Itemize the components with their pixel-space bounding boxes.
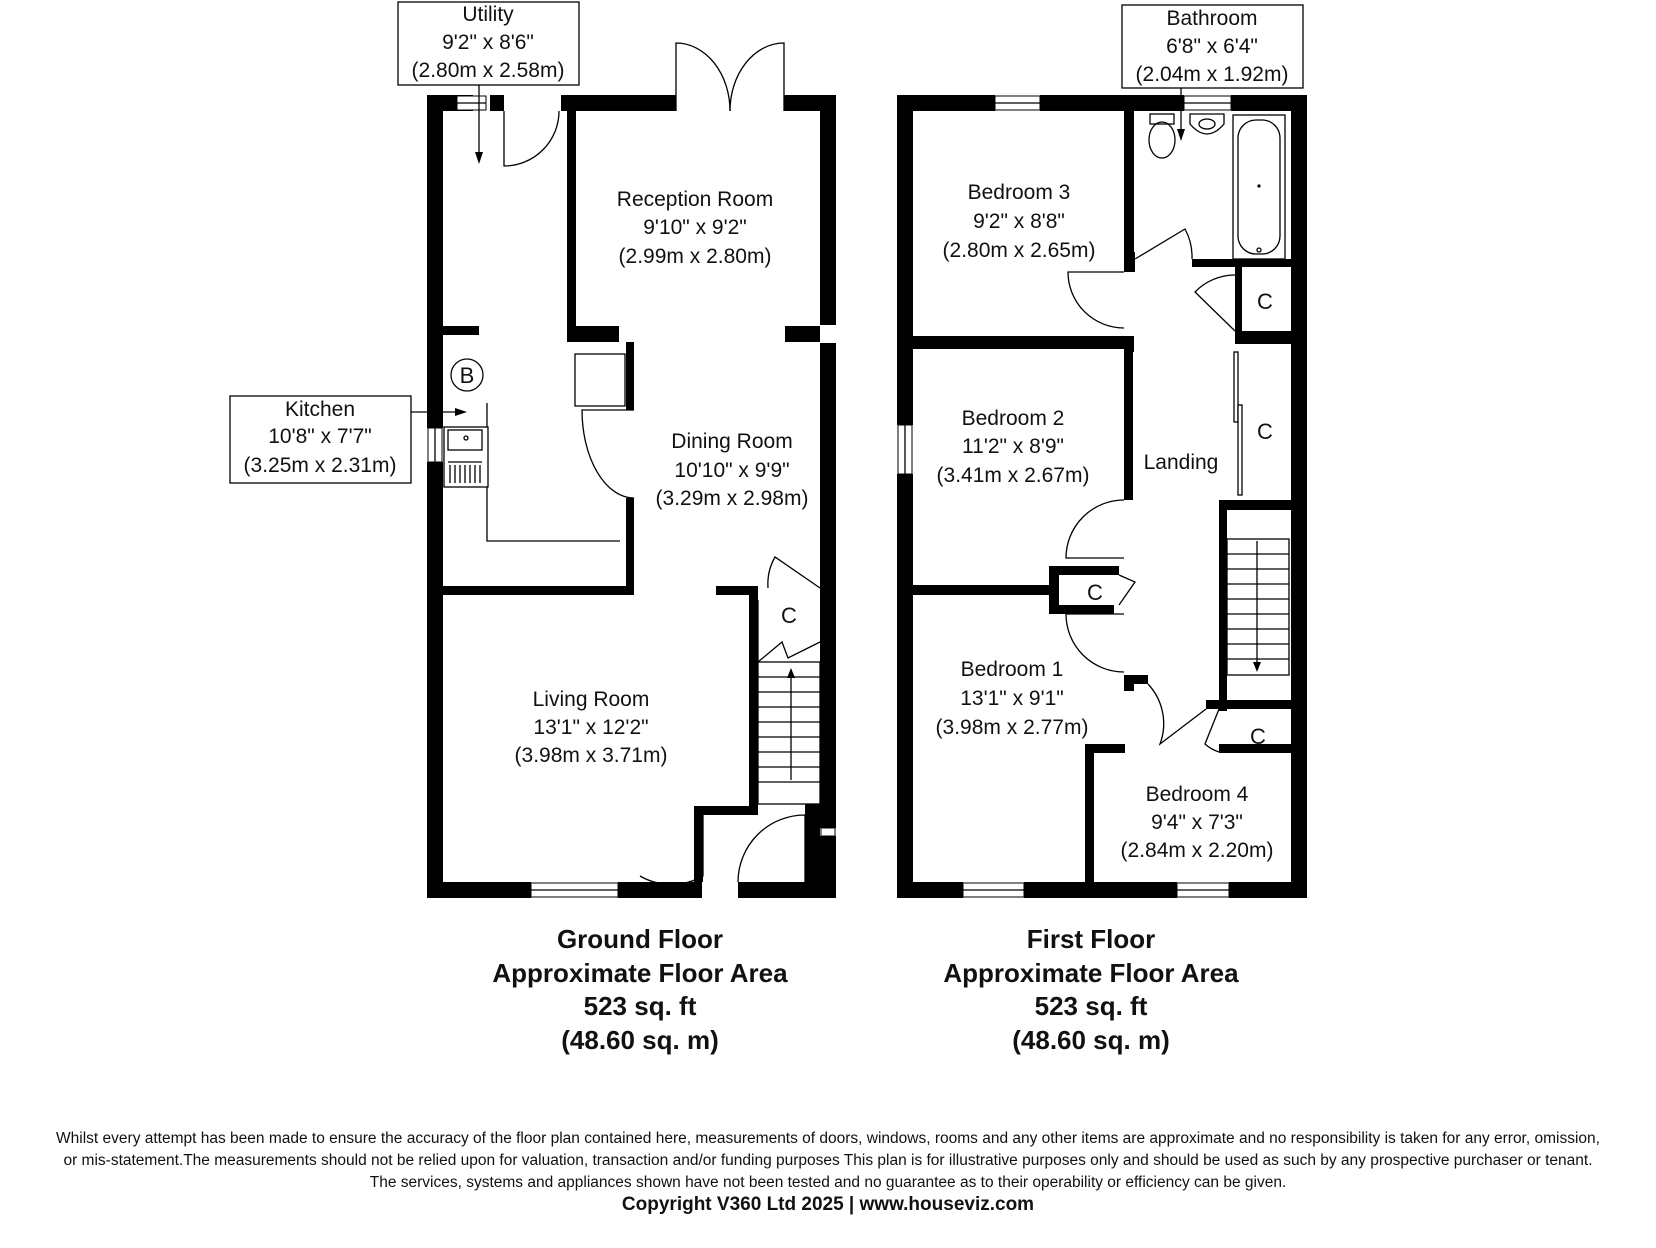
room-name: Living Room [533,688,650,711]
copyright: Copyright V360 Ltd 2025 | www.houseviz.c… [621,1194,1035,1215]
room-size-imperial: 9'10" x 9'2" [643,216,747,239]
room-name: Bedroom 1 [961,658,1064,681]
room-size-metric: (3.98m x 2.77m) [936,716,1089,739]
cupboard-label: C [1087,580,1103,605]
bathroom-label: Bathroom 6'8" x 6'4" (2.04m x 1.92m) [1121,4,1304,141]
room-name: Bedroom 2 [962,407,1065,430]
dining-room-label: Dining Room 10'10" x 9'9" (3.29m x 2.98m… [656,430,809,510]
boiler-icon [450,358,484,392]
room-size-imperial: 9'2" x 8'6" [442,31,534,54]
room-name: Bedroom 4 [1146,783,1249,806]
ground-floor-doors [503,42,806,886]
disclaimer-line: or mis-statement.The measurements should… [63,1152,1593,1169]
room-size-imperial: 10'8" x 7'7" [268,425,372,448]
cupboard-label: C [1257,419,1273,444]
floor-title: First Floor [1027,924,1156,954]
bedroom4-label: Bedroom 4 9'4" x 7'3" (2.84m x 2.20m) [1121,783,1274,862]
floor-area-sqm: (48.60 sq. m) [1012,1025,1170,1055]
ground-floor-walls [427,95,836,898]
reception-room-label: Reception Room 9'10" x 9'2" (2.99m x 2.8… [617,188,773,268]
room-name: Bathroom [1166,7,1257,30]
bedroom1-label: Bedroom 1 13'1" x 9'1" (3.98m x 2.77m) [936,658,1089,739]
room-size-imperial: 10'10" x 9'9" [674,459,789,482]
boiler-label: B [460,363,475,388]
room-size-imperial: 11'2" x 8'9" [962,435,1064,458]
room-name: Dining Room [671,430,792,453]
room-name: Reception Room [617,188,773,211]
cupboard-label: C [1257,289,1273,314]
bedroom3-label: Bedroom 3 9'2" x 8'8" (2.80m x 2.65m) [943,181,1096,262]
room-size-metric: (2.80m x 2.58m) [412,59,565,82]
first-floor-doors [1065,228,1236,753]
room-size-metric: (2.99m x 2.80m) [619,245,772,268]
bedroom2-label: Bedroom 2 11'2" x 8'9" (3.41m x 2.67m) [937,407,1090,487]
room-size-imperial: 13'1" x 9'1" [960,687,1064,710]
living-room-label: Living Room 13'1" x 12'2" (3.98m x 3.71m… [515,688,668,767]
room-name: Utility [462,3,514,26]
floor-area-sqft: 523 sq. ft [584,991,697,1021]
room-size-metric: (3.41m x 2.67m) [937,464,1090,487]
disclaimer: Whilst every attempt has been made to en… [0,1128,1656,1194]
ground-floor-summary: Ground Floor Approximate Floor Area 523 … [492,924,788,1055]
landing-label: Landing [1144,451,1219,474]
room-name: Bedroom 3 [968,181,1071,204]
room-size-metric: (3.98m x 3.71m) [515,744,668,767]
room-size-imperial: 9'4" x 7'3" [1151,811,1243,834]
floor-area-sqft: 523 sq. ft [1035,991,1148,1021]
utility-room-label: Utility 9'2" x 8'6" (2.80m x 2.58m) [397,1,580,164]
first-floor-windows [897,95,1232,898]
room-size-imperial: 9'2" x 8'8" [973,210,1065,233]
room-size-imperial: 13'1" x 12'2" [533,716,648,739]
room-size-metric: (2.04m x 1.92m) [1136,63,1289,86]
cupboard-label: C [1250,724,1266,749]
room-size-metric: (3.25m x 2.31m) [244,454,397,477]
kitchen-room-label: Kitchen 10'8" x 7'7" (3.25m x 2.31m) [229,395,467,484]
room-name: Kitchen [285,398,355,421]
room-size-imperial: 6'8" x 6'4" [1166,35,1258,58]
first-floor-summary: First Floor Approximate Floor Area 523 s… [943,924,1239,1055]
floor-title: Ground Floor [557,924,723,954]
cupboard-label: C [781,603,797,628]
disclaimer-line: Whilst every attempt has been made to en… [56,1130,1600,1147]
room-size-metric: (3.29m x 2.98m) [656,487,809,510]
floor-area-label: Approximate Floor Area [492,958,788,988]
first-floor-plan: Bathroom 6'8" x 6'4" (2.04m x 1.92m) Bed… [897,4,1307,1055]
floor-area-label: Approximate Floor Area [943,958,1239,988]
disclaimer-line: The services, systems and appliances sho… [369,1174,1287,1191]
floor-area-sqm: (48.60 sq. m) [561,1025,719,1055]
room-size-metric: (2.80m x 2.65m) [943,239,1096,262]
room-size-metric: (2.84m x 2.20m) [1121,839,1274,862]
ground-floor-plan: B C Utility 9'2" x 8'6" (2.80m x 2.58m) … [229,1,836,1055]
first-floor-walls [897,95,1307,898]
